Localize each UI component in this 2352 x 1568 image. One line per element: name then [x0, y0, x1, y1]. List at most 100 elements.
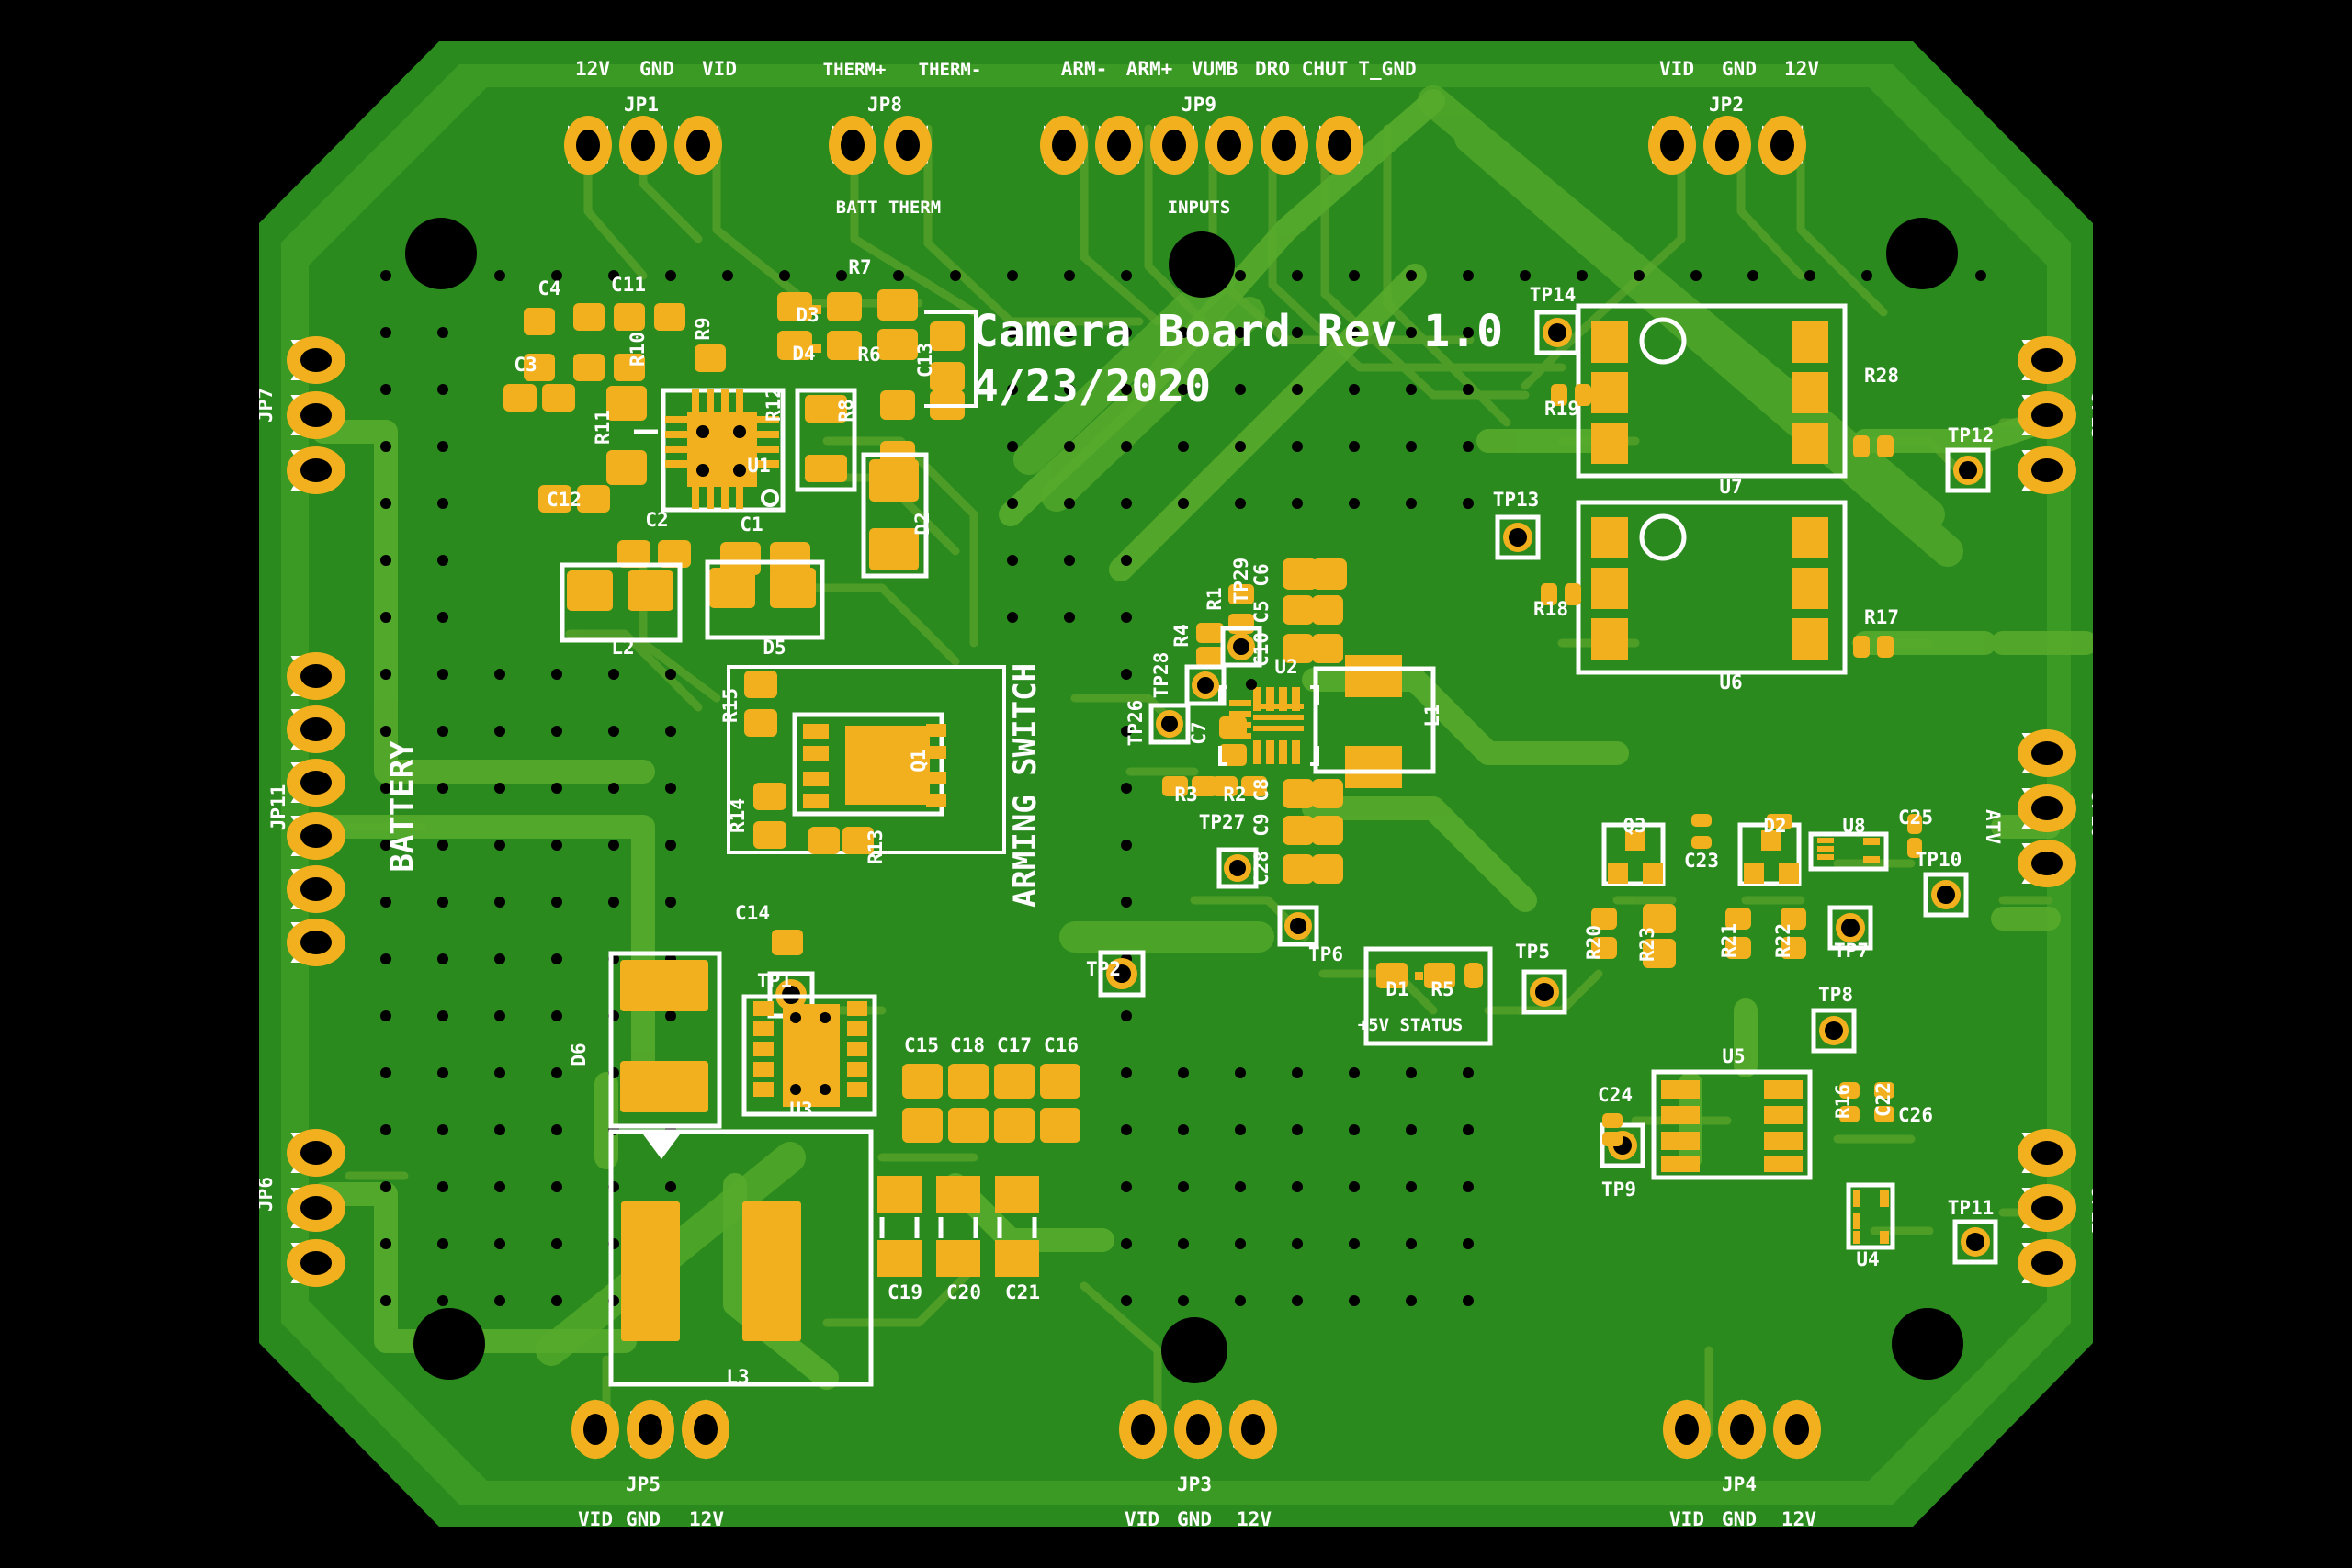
silk-label: C22: [1872, 1082, 1894, 1117]
connector-JP13[interactable]: [2018, 336, 2076, 494]
silk-label: C14: [735, 902, 770, 924]
connector-pad: [287, 705, 345, 753]
silk-label: D2: [1763, 815, 1786, 837]
silk-label: C26: [1898, 1104, 1933, 1126]
mounting-hole-tl: [405, 218, 477, 289]
connector-JP1[interactable]: [564, 116, 722, 175]
via: [494, 840, 505, 851]
silk-label: L2: [611, 637, 634, 659]
via: [1292, 1295, 1303, 1306]
via: [494, 897, 505, 908]
via: [1292, 1124, 1303, 1135]
testpoint: [1534, 310, 1580, 355]
silk-label: 12V: [1784, 58, 1819, 80]
silk-label: Q1: [908, 749, 930, 772]
via: [608, 783, 619, 794]
via: [665, 1010, 676, 1021]
via: [665, 669, 676, 680]
silk-label: C2: [645, 509, 668, 531]
via: [1406, 270, 1417, 281]
via: [551, 953, 562, 964]
via: [1007, 441, 1018, 452]
via: [380, 1124, 391, 1135]
silk-label: U6: [1719, 671, 1742, 694]
silk-label: TP6: [1308, 943, 1343, 965]
connector-pad: [1648, 116, 1696, 175]
via: [437, 726, 448, 737]
connector-pad: [2018, 1239, 2076, 1287]
via: [494, 669, 505, 680]
via: [1178, 384, 1189, 395]
connector-JP6[interactable]: [287, 1129, 345, 1287]
silk-label: TP10: [1916, 849, 1962, 871]
via: [494, 270, 505, 281]
connector-pad: [2018, 1184, 2076, 1232]
silk-label: R20: [1583, 925, 1605, 960]
via: [437, 555, 448, 566]
connector-pad: [2018, 729, 2076, 777]
silk-label: U1: [747, 455, 770, 477]
via: [1121, 726, 1132, 737]
via: [437, 1295, 448, 1306]
via: [1064, 441, 1075, 452]
testpoint: [1277, 905, 1319, 947]
mounting-hole-bl: [413, 1308, 485, 1380]
connector-JP2[interactable]: [1648, 116, 1806, 175]
via: [1178, 1238, 1189, 1249]
testpoint: [1923, 872, 1969, 918]
silk-label: R3: [1174, 784, 1197, 806]
silk-label: JP3: [1177, 1473, 1212, 1495]
silk-label: JP1: [624, 94, 659, 116]
testpoint: [1495, 514, 1541, 560]
component-cluster-U1: [503, 289, 978, 643]
testpoint: [1952, 1219, 1998, 1265]
silk-label: C21: [1005, 1281, 1040, 1303]
silk-label: R14: [727, 798, 749, 833]
via: [1007, 612, 1018, 623]
connector-pad: [1150, 116, 1198, 175]
connector-pad: [287, 1184, 345, 1232]
silk-label: ATV: [1982, 809, 2004, 844]
via: [1292, 384, 1303, 395]
silk-label: C15: [904, 1034, 939, 1056]
connector-JP9[interactable]: [1040, 116, 1363, 175]
silk-label: R21: [1718, 923, 1740, 958]
component-cluster-U7: [1534, 303, 1991, 493]
connector-JP11[interactable]: [237, 652, 345, 966]
connector-pad: [287, 391, 345, 439]
connector-JP12[interactable]: [2018, 1129, 2076, 1287]
connector-JP5[interactable]: [571, 1399, 729, 1460]
testpoint: [1945, 447, 1991, 493]
via: [722, 270, 733, 281]
via: [1349, 1181, 1360, 1192]
connector-pad: [1205, 116, 1253, 175]
silk-label: R22: [1772, 923, 1794, 958]
silk-label: R13: [865, 829, 887, 864]
via: [551, 726, 562, 737]
board-title-line2: 4/23/2020: [972, 361, 1211, 412]
silk-label: R23: [1636, 927, 1658, 962]
silk-label: INPUTS: [1168, 197, 1231, 218]
via: [1121, 669, 1132, 680]
silk-label: U5: [1722, 1045, 1745, 1067]
connector-pad: [627, 1399, 674, 1460]
connector-pad: [2018, 1129, 2076, 1177]
connector-JP7[interactable]: [287, 336, 345, 494]
silk-label: ARMING SWITCH: [1007, 663, 1044, 908]
connector-JP10[interactable]: [2018, 729, 2076, 887]
silk-label: C19: [888, 1281, 922, 1303]
via: [380, 555, 391, 566]
silk-label: TP7: [1834, 940, 1869, 962]
connector-pad: [287, 919, 345, 966]
connector-JP8[interactable]: [829, 116, 932, 175]
testpoint: [1098, 950, 1146, 998]
connector-JP3[interactable]: [1119, 1399, 1277, 1460]
connector-pad: [1040, 116, 1088, 175]
connector-JP4[interactable]: [1663, 1399, 1821, 1460]
via: [437, 441, 448, 452]
via: [437, 953, 448, 964]
connector-pad: [2018, 391, 2076, 439]
via: [1349, 1124, 1360, 1135]
silk-label: C24: [1598, 1084, 1633, 1106]
connector-pad: [2018, 336, 2076, 384]
